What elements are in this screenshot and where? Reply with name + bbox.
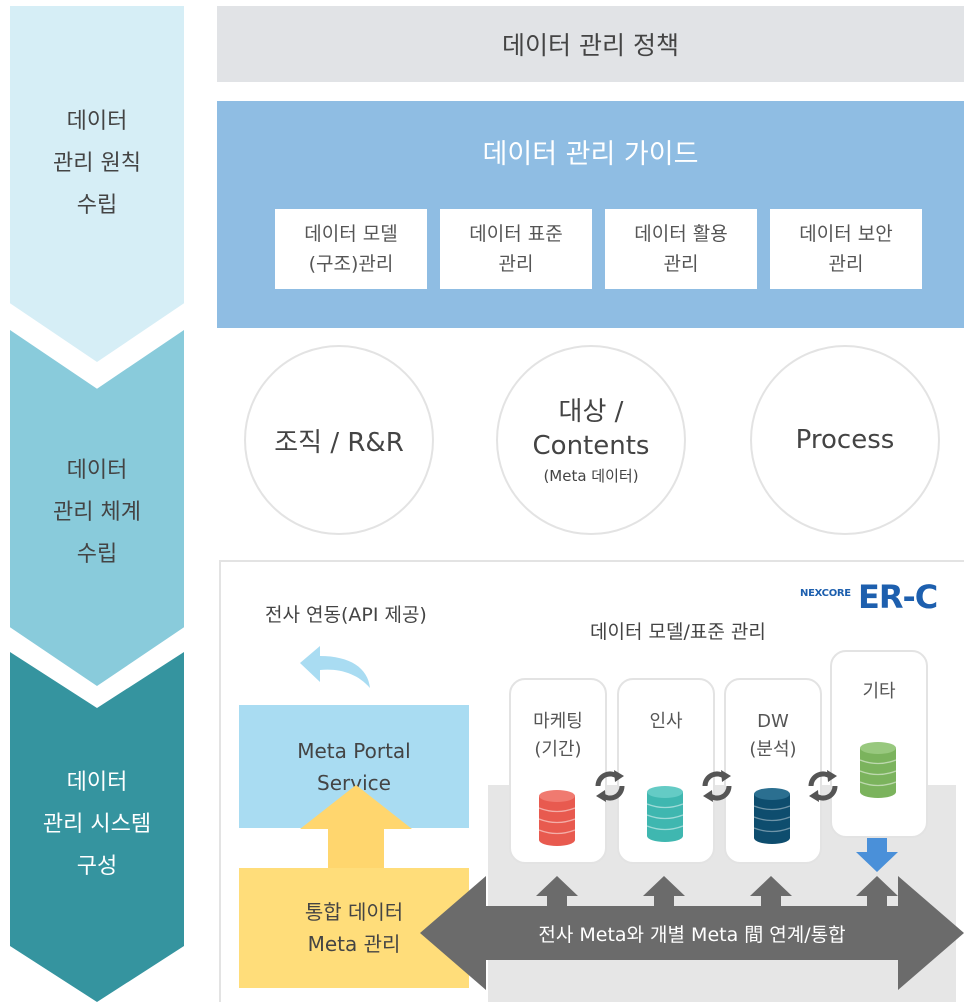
sync-icon bbox=[702, 770, 732, 802]
circle-process-title: Process bbox=[795, 425, 895, 455]
link-label: 전사 Meta와 개별 Meta 間 연계/통합 bbox=[538, 923, 846, 946]
model-label: 데이터 모델/표준 관리 bbox=[590, 621, 766, 643]
step-system: 데이터 관리 시스템 구성 bbox=[10, 652, 184, 1002]
guide-item-model: 데이터 모델 (구조)관리 bbox=[275, 209, 427, 289]
database-icon bbox=[753, 788, 791, 844]
sync-icon bbox=[595, 770, 625, 802]
circle-organization-title: 조직 / R&R bbox=[274, 427, 404, 458]
circle-contents-subtitle: (Meta 데이터) bbox=[543, 466, 639, 485]
circle-contents-title: 대상 / Contents bbox=[532, 396, 650, 461]
database-icon bbox=[646, 786, 684, 842]
category-etc: 기타 bbox=[830, 650, 928, 838]
integrated-meta-label: 통합 데이터 Meta 관리 bbox=[304, 900, 404, 956]
meta-portal-label: Meta Portal Service bbox=[297, 738, 411, 795]
guide-item-standard: 데이터 표준 관리 bbox=[440, 209, 592, 289]
step-principle: 데이터 관리 원칙 수립 bbox=[10, 6, 184, 362]
circle-contents: 대상 / Contents (Meta 데이터) bbox=[496, 345, 686, 535]
nexcore-erc-logo: NEXCORE ER-C bbox=[800, 578, 956, 620]
up-arrow-gray bbox=[856, 876, 898, 910]
database-icon bbox=[538, 790, 576, 846]
up-arrow-yellow bbox=[300, 785, 412, 871]
link-double-arrow bbox=[420, 876, 964, 990]
category-hr: 인사 bbox=[617, 678, 715, 864]
policy-title: 데이터 관리 정책 bbox=[502, 31, 679, 60]
circle-organization: 조직 / R&R bbox=[244, 345, 434, 535]
guide-item-security: 데이터 보안 관리 bbox=[770, 209, 922, 289]
sync-icon bbox=[808, 770, 838, 802]
system-panel bbox=[219, 560, 964, 1002]
down-arrow-blue bbox=[856, 838, 898, 872]
up-arrow-gray bbox=[750, 876, 792, 910]
brand-large: ER-C bbox=[858, 578, 938, 616]
step-framework-label: 데이터 관리 체계 수립 bbox=[53, 458, 141, 567]
step-system-label: 데이터 관리 시스템 구성 bbox=[42, 770, 152, 879]
up-arrow-gray bbox=[643, 876, 685, 910]
policy-bar: 데이터 관리 정책 bbox=[217, 6, 964, 82]
category-dw: DW (분석) bbox=[724, 678, 822, 864]
database-icon bbox=[859, 742, 897, 798]
guide-item-usage: 데이터 활용 관리 bbox=[605, 209, 757, 289]
category-dw-label: DW (분석) bbox=[749, 711, 797, 760]
up-arrow-gray bbox=[536, 876, 578, 910]
brand-small: NEXCORE bbox=[800, 588, 851, 599]
guide-title: 데이터 관리 가이드 bbox=[482, 138, 699, 170]
api-label: 전사 연동(API 제공) bbox=[265, 604, 427, 626]
category-marketing: 마케팅 (기간) bbox=[509, 678, 607, 864]
category-hr-label: 인사 bbox=[649, 711, 683, 732]
category-etc-label: 기타 bbox=[862, 681, 896, 702]
step-framework: 데이터 관리 체계 수립 bbox=[10, 330, 184, 686]
circle-process: Process bbox=[750, 345, 940, 535]
category-marketing-label: 마케팅 (기간) bbox=[533, 711, 583, 760]
api-return-arrow bbox=[300, 646, 370, 688]
step-principle-label: 데이터 관리 원칙 수립 bbox=[53, 109, 141, 218]
